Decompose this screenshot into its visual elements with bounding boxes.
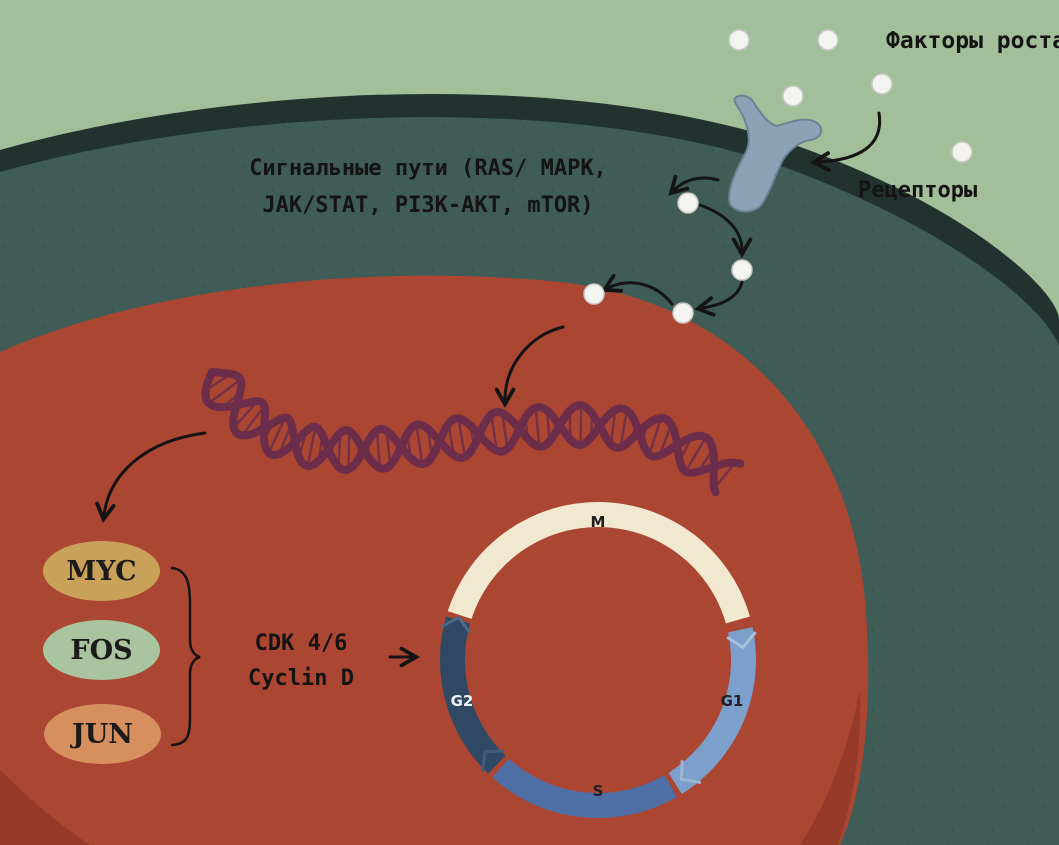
signal-arrows [95,111,882,747]
phase-s-segment [492,758,677,819]
dna-rung [208,378,242,405]
phase-s-label: S [592,782,604,800]
dna-rung [415,424,424,465]
cdk-label: CDK 4/6 [254,631,348,656]
dna-rung [306,426,317,467]
molecule-1 [728,29,750,51]
arrow-cascade-2 [694,280,744,317]
molecule-8 [672,302,694,324]
gene-jun: JUN [44,704,161,764]
dna-rung [619,409,629,448]
arrow-receptor-to-cascade [668,174,720,196]
molecule-6 [677,192,699,214]
phase-g1-segment [668,627,756,794]
gene-fos: FOS [43,620,160,680]
receptor-icon [728,94,823,213]
dna-strand-2 [208,368,745,477]
growth-factor-molecules [583,29,973,324]
molecule-4 [871,73,893,95]
dna-rung [232,400,259,429]
dna-rung [490,414,499,451]
dna-rung [375,430,382,469]
molecule-5 [951,141,973,163]
molecule-9 [583,283,605,305]
arrow-cascade-1 [698,203,753,259]
signaling-pathways-label: Сигнальные пути (RAS/ MAPK, JAK/STAT, PI… [249,156,607,218]
gene-myc: MYC [43,541,160,601]
dna-rung [457,418,467,458]
dna-rung [501,412,509,449]
dna-rung [609,409,617,445]
phase-g2-label: G2 [450,692,474,710]
dna-rung [534,407,541,447]
gene-brace [170,566,201,747]
phase-m-segment [447,501,750,624]
arrow-dna-to-genes [95,431,207,523]
phase-g2-segment [440,616,506,774]
receptors-label: Рецепторы [858,178,978,203]
dna-rung [648,417,663,456]
arrow-cascade-3 [600,273,674,306]
dna-rung [347,430,351,470]
nucleus-shade-right [800,690,861,845]
phase-m-label: M [590,513,606,531]
cycle-chevron-1 [726,631,757,650]
cycle-chevron-3 [481,749,504,772]
dna-helix-icon [201,368,745,497]
molecule-2 [817,29,839,51]
cdk-cyclin-label: CDK 4/6 Cyclin D [220,626,382,696]
arrow-to-dna [494,325,565,409]
cell-cycle-diagram [440,501,757,819]
cyclin-label: Cyclin D [248,666,354,691]
growth-factors-label: Факторы роста [886,28,1059,54]
dna-rung [684,436,707,473]
phase-g1-label: G1 [720,692,744,710]
dna-rung [267,417,287,454]
molecule-3 [782,85,804,107]
cycle-chevron-2 [679,760,702,785]
nucleus-shade [0,770,90,845]
molecule-7 [731,259,753,281]
arrow-factor-to-receptor [809,111,882,172]
dna-rung [240,405,266,437]
cycle-chevron-4 [440,615,472,634]
